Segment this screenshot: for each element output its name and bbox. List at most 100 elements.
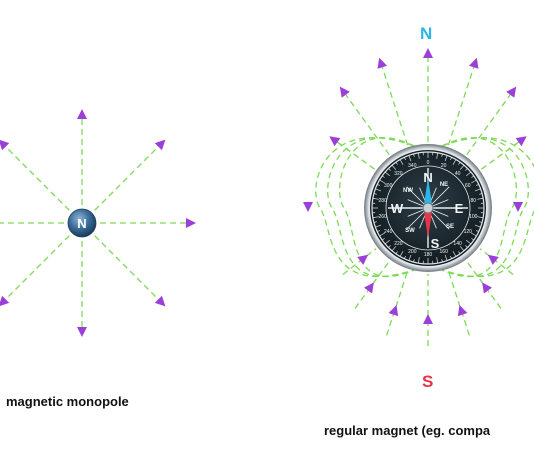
- compass-tick: [471, 232, 477, 237]
- compass-cardinal-e: E: [455, 201, 464, 216]
- monopole-label: N: [77, 216, 86, 231]
- compass-intercardinal-nw: NW: [403, 188, 413, 194]
- monopole-caption: magnetic monopole: [6, 394, 129, 409]
- magnet-field-line: [342, 248, 377, 276]
- magnet-arrow: [515, 136, 527, 147]
- compass-tick: [450, 255, 452, 259]
- magnet-field-line: [481, 141, 519, 170]
- north-pole-label: N: [420, 24, 433, 43]
- magnet-field-line: [381, 67, 409, 146]
- magnet-loop-line: [327, 137, 415, 278]
- compass-tick: [452, 251, 457, 257]
- monopole-field-lines: [0, 119, 186, 327]
- compass-tick: [413, 153, 415, 157]
- compass-tick: [379, 232, 385, 237]
- compass-tick: [384, 239, 390, 245]
- compass-tick: [395, 251, 398, 255]
- compass-tick: [408, 155, 412, 162]
- compass-degree-label: 300: [384, 183, 393, 189]
- magnet-field-line: [466, 94, 511, 155]
- compass-tick: [384, 171, 390, 177]
- compass-tick: [479, 193, 483, 195]
- monopole-arrow: [186, 218, 196, 228]
- magnet-arrow: [469, 57, 479, 69]
- compass-tick: [459, 164, 465, 170]
- magnet-field-line: [447, 270, 471, 336]
- compass-tick: [377, 230, 381, 232]
- magnet-field-line: [447, 67, 475, 146]
- compass-degree-label: 180: [424, 252, 433, 258]
- compass-tick: [475, 230, 479, 232]
- magnet-loop-line: [441, 137, 534, 278]
- compass-tick: [373, 193, 377, 195]
- compass-tick: [388, 245, 391, 248]
- compass-tick: [465, 168, 468, 171]
- compass-tick: [375, 224, 382, 228]
- compass-degree-label: 160: [440, 249, 449, 255]
- compass-tick: [458, 251, 461, 255]
- magnet-arrow: [357, 254, 369, 265]
- magnet-field-line: [385, 270, 409, 336]
- compass-degree-label: 200: [408, 249, 417, 255]
- monopole: N: [67, 208, 97, 238]
- compass-tick: [404, 157, 406, 161]
- monopole-arrow: [0, 140, 10, 151]
- compass-degree-label: 340: [408, 163, 417, 169]
- compass-tick: [377, 184, 381, 186]
- compass-cardinal-s: S: [431, 236, 440, 251]
- compass-degree-label: 40: [455, 171, 461, 177]
- compass-degree-label: 320: [394, 171, 403, 177]
- compass-intercardinal-sw: SW: [405, 228, 415, 234]
- compass-tick: [399, 159, 404, 165]
- magnet-field-line: [337, 141, 375, 170]
- compass-degree-label: 220: [394, 241, 403, 247]
- compass-tick: [471, 238, 475, 241]
- magnet-arrow: [513, 202, 523, 212]
- compass-tick: [444, 155, 448, 162]
- compass-tick: [404, 255, 406, 259]
- monopole-arrow: [0, 295, 10, 306]
- magnet-loop-line: [315, 137, 415, 278]
- monopole-arrow: [154, 139, 166, 151]
- compass-tick: [373, 221, 377, 223]
- compass-degree-label: 80: [471, 198, 477, 204]
- magnet-field-line: [479, 248, 514, 276]
- compass-tick: [379, 179, 385, 184]
- magnet-arrow: [339, 86, 350, 98]
- magnet-caption: regular magnet (eg. compa: [324, 423, 491, 438]
- monopole-field-line: [5, 235, 70, 300]
- compass-tick: [391, 246, 397, 252]
- magnet-arrow: [506, 86, 517, 98]
- compass-degree-label: 260: [379, 214, 388, 220]
- compass-tick: [477, 216, 484, 219]
- magnet-arrow: [388, 305, 399, 317]
- compass-tick: [391, 164, 397, 170]
- compass-degree-label: 60: [465, 183, 471, 189]
- compass-tick: [417, 257, 420, 264]
- compass-tick: [444, 254, 448, 261]
- compass-needle-south: [424, 212, 432, 238]
- compass-degree-label: 240: [384, 229, 393, 235]
- compass-tick: [372, 216, 379, 219]
- compass-tick: [413, 259, 415, 263]
- compass-degree-label: 140: [453, 241, 462, 247]
- magnet-field-arrows: [303, 48, 527, 324]
- compass-degree-label: 0: [427, 160, 430, 166]
- compass-tick: [474, 224, 481, 228]
- magnet-arrow: [423, 314, 433, 324]
- compass-tick: [465, 245, 468, 248]
- compass-tick: [441, 153, 443, 157]
- compass-tick: [459, 246, 465, 252]
- compass-degree-label: 100: [469, 214, 478, 220]
- compass-tick: [399, 251, 404, 257]
- compass-intercardinal-ne: NE: [440, 182, 448, 188]
- compass-tick: [474, 188, 481, 192]
- compass-pivot: [422, 202, 434, 214]
- compass-degree-label: 20: [441, 163, 447, 169]
- compass-tick: [388, 168, 391, 171]
- compass-degree-label: 280: [379, 198, 388, 204]
- monopole-field-line: [5, 146, 70, 211]
